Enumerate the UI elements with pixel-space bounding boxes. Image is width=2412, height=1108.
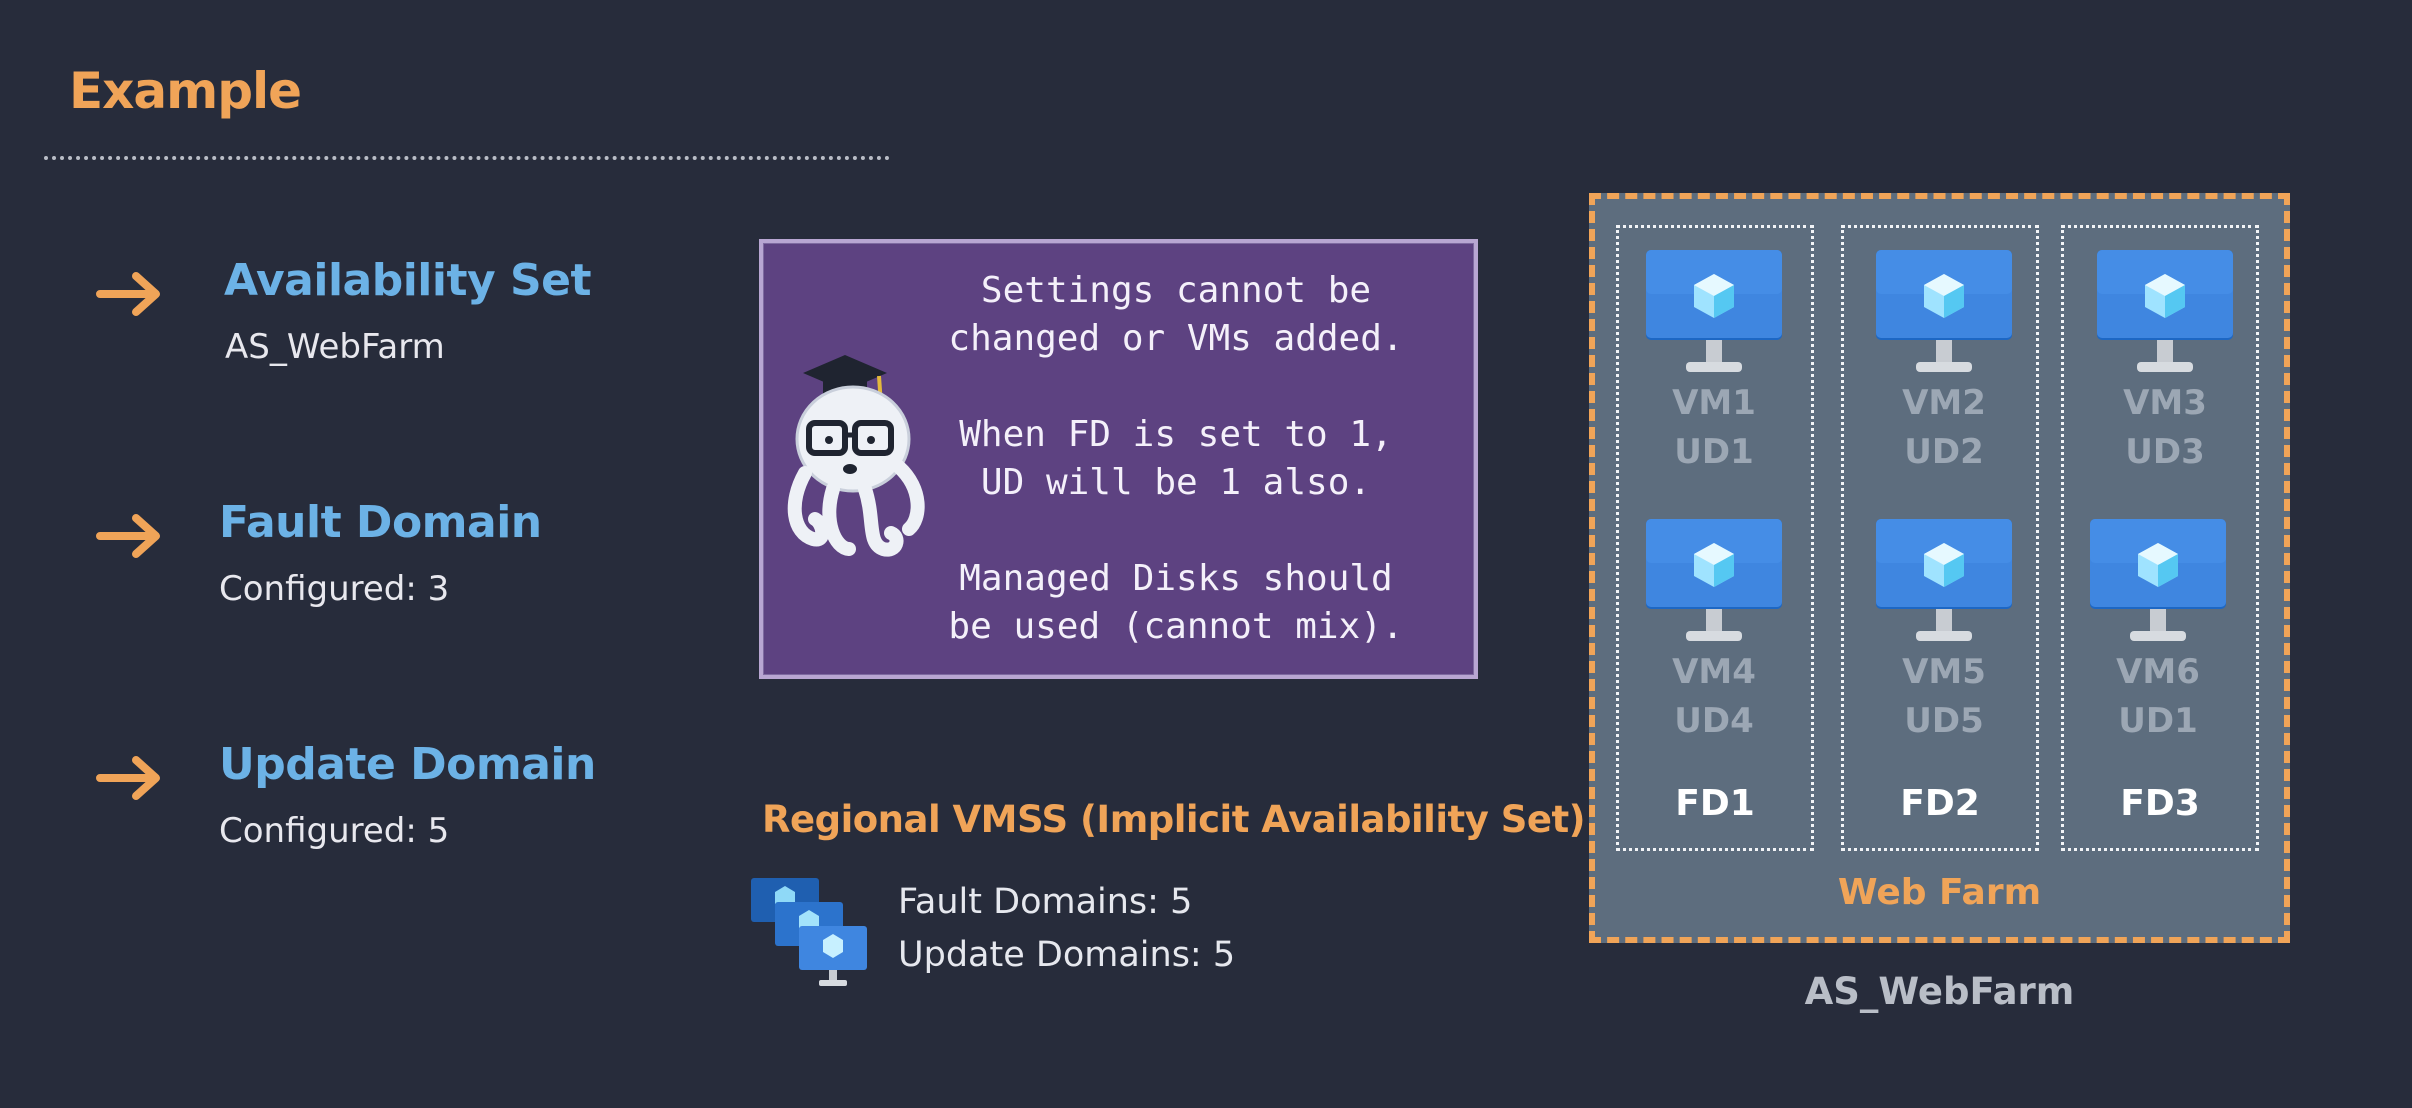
fault-domain-label: FD1 — [1675, 783, 1755, 824]
title-divider — [44, 156, 890, 160]
web-farm-container: VM1 UD1 VM4 UD4 FD1 VM2 UD2 VM5 UD5 FD2 … — [1589, 193, 2290, 943]
vm-scale-set-icon — [751, 878, 867, 986]
vm-update-domain: UD5 — [1904, 701, 1984, 741]
list-item-availability-set: Availability Set AS_WebFarm — [0, 250, 700, 390]
vm-update-domain: UD2 — [1904, 432, 1984, 472]
note-box: Settings cannot be changed or VMs added.… — [759, 239, 1478, 679]
fault-domain-subtitle: Configured: 3 — [219, 569, 450, 609]
note-text: Settings cannot be changed or VMs added.… — [948, 270, 1404, 647]
fault-domain-column-2: VM2 UD2 VM5 UD5 FD2 — [1841, 225, 2039, 851]
availability-set-title: Availability Set — [224, 255, 592, 306]
availability-set-caption: AS_WebFarm — [1804, 970, 2075, 1013]
vm-item: VM4 UD4 — [1644, 517, 1784, 745]
vm-name: VM5 — [1902, 652, 1986, 692]
update-domain-subtitle: Configured: 5 — [219, 811, 450, 851]
arrow-right-icon — [96, 512, 164, 560]
list-item-fault-domain: Fault Domain Configured: 3 — [0, 492, 700, 632]
vm-name: VM1 — [1672, 383, 1756, 423]
vm-item: VM3 UD3 — [2095, 248, 2235, 476]
fault-domain-column-1: VM1 UD1 VM4 UD4 FD1 — [1616, 225, 1814, 851]
vm-update-domain: UD3 — [2125, 432, 2205, 472]
web-farm-label: Web Farm — [1837, 872, 2042, 913]
fault-domain-label: FD2 — [1900, 783, 1980, 824]
vm-item: VM6 UD1 — [2088, 517, 2228, 745]
octopus-mascot-icon — [787, 355, 925, 557]
vm-update-domain: UD4 — [1674, 701, 1754, 741]
vmss-title: Regional VMSS (Implicit Availability Set… — [762, 798, 1586, 841]
vm-name: VM2 — [1902, 383, 1986, 423]
virtual-machine-icon — [2088, 517, 2228, 647]
virtual-machine-icon — [1644, 517, 1784, 647]
vm-name: VM3 — [2123, 383, 2207, 423]
virtual-machine-icon — [2095, 248, 2235, 378]
availability-set-subtitle: AS_WebFarm — [225, 327, 445, 367]
arrow-right-icon — [96, 270, 164, 318]
vm-item: VM2 UD2 — [1874, 248, 2014, 476]
page-title: Example — [69, 62, 302, 120]
update-domain-title: Update Domain — [219, 739, 596, 790]
virtual-machine-icon — [1874, 248, 2014, 378]
fault-domain-column-3: VM3 UD3 VM6 UD1 FD3 — [2061, 225, 2259, 851]
fault-domain-label: FD3 — [2120, 783, 2200, 824]
virtual-machine-icon — [1644, 248, 1784, 378]
vm-name: VM4 — [1672, 652, 1756, 692]
vmss-update-domains: Update Domains: 5 — [898, 935, 1236, 975]
vm-item: VM1 UD1 — [1644, 248, 1784, 476]
vm-update-domain: UD1 — [2118, 701, 2198, 741]
fault-domain-title: Fault Domain — [219, 497, 542, 548]
vm-name: VM6 — [2116, 652, 2200, 692]
vm-item: VM5 UD5 — [1874, 517, 2014, 745]
vmss-fault-domains: Fault Domains: 5 — [898, 882, 1193, 922]
arrow-right-icon — [96, 754, 164, 802]
list-item-update-domain: Update Domain Configured: 5 — [0, 734, 700, 874]
virtual-machine-icon — [1874, 517, 2014, 647]
vm-update-domain: UD1 — [1674, 432, 1754, 472]
